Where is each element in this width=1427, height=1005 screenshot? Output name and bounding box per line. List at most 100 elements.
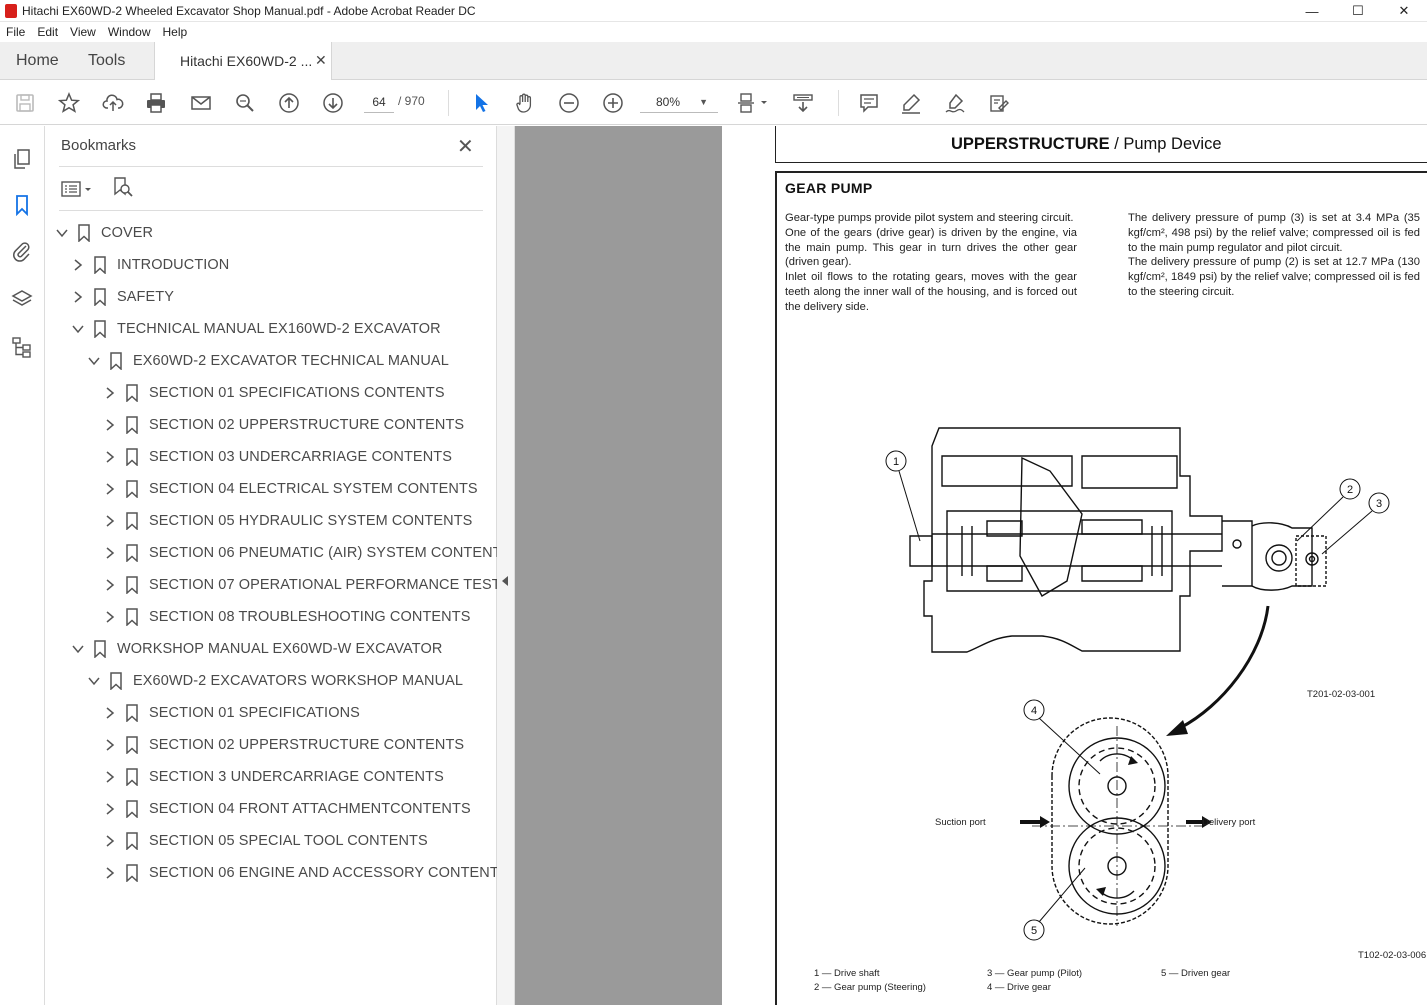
hand-tool-icon[interactable] [512, 90, 538, 116]
star-icon[interactable] [56, 90, 82, 116]
bookmark-item[interactable]: SECTION 06 ENGINE AND ACCESSORY CONTENTS [103, 857, 509, 889]
chevron-right-icon[interactable] [71, 290, 85, 304]
bookmark-label: SECTION 05 SPECIAL TOOL CONTENTS [149, 833, 428, 849]
chevron-right-icon[interactable] [103, 578, 117, 592]
bookmark-label: SECTION 01 SPECIFICATIONS CONTENTS [149, 385, 445, 401]
bookmark-label: SECTION 02 UPPERSTRUCTURE CONTENTS [149, 417, 465, 433]
tab-tools[interactable]: Tools [88, 52, 126, 69]
page-number-input[interactable]: 64 [364, 91, 394, 113]
chevron-right-icon[interactable] [103, 546, 117, 560]
chevron-down-icon[interactable] [71, 322, 85, 336]
chevron-right-icon[interactable] [103, 514, 117, 528]
bookmark-item[interactable]: TECHNICAL MANUAL EX160WD-2 EXCAVATOR [71, 313, 441, 345]
chevron-right-icon[interactable] [103, 386, 117, 400]
previous-page-icon[interactable] [276, 90, 302, 116]
section-title: GEAR PUMP [785, 180, 873, 196]
bookmark-item[interactable]: INTRODUCTION [71, 249, 229, 281]
page-header: UPPERSTRUCTURE / Pump Device [775, 126, 1427, 163]
minimize-button[interactable]: — [1305, 3, 1319, 19]
tab-close-icon[interactable]: ✕ [315, 52, 327, 68]
menu-file[interactable]: File [6, 25, 26, 39]
paragraph: Gear-type pumps provide pilot system and… [785, 212, 1074, 224]
zoom-out-icon[interactable] [556, 90, 582, 116]
bookmark-item[interactable]: SECTION 3 UNDERCARRIAGE CONTENTS [103, 761, 444, 793]
bookmark-label: SECTION 04 ELECTRICAL SYSTEM CONTENTS [149, 481, 478, 497]
bookmark-item[interactable]: EX60WD-2 EXCAVATORS WORKSHOP MANUAL [87, 665, 463, 697]
chevron-right-icon[interactable] [103, 418, 117, 432]
bookmark-options-icon[interactable] [61, 178, 97, 202]
tools-more-icon[interactable] [986, 90, 1012, 116]
bookmark-panel-icon[interactable] [9, 192, 35, 218]
collapse-panel-icon[interactable] [502, 576, 508, 586]
bookmark-item[interactable]: SAFETY [71, 281, 174, 313]
page-fit-icon[interactable] [734, 90, 774, 116]
chevron-down-icon[interactable] [87, 674, 101, 688]
toolbar-divider [838, 90, 839, 116]
maximize-button[interactable]: ☐ [1352, 3, 1364, 18]
paragraph: Inlet oil flows to the rotating gears, m… [785, 271, 1077, 313]
zoom-in-icon[interactable] [600, 90, 626, 116]
chevron-right-icon[interactable] [103, 482, 117, 496]
content-tree-icon[interactable] [9, 334, 35, 360]
chevron-right-icon[interactable] [103, 802, 117, 816]
chevron-down-icon[interactable] [71, 642, 85, 656]
chevron-right-icon[interactable] [103, 706, 117, 720]
chevron-right-icon[interactable] [71, 258, 85, 272]
bookmark-item[interactable]: SECTION 05 SPECIAL TOOL CONTENTS [103, 825, 428, 857]
bookmark-item[interactable]: SECTION 02 UPPERSTRUCTURE CONTENTS [103, 729, 464, 761]
chevron-right-icon[interactable] [103, 866, 117, 880]
bookmark-item[interactable]: SECTION 04 ELECTRICAL SYSTEM CONTENTS [103, 473, 478, 505]
find-bookmark-icon[interactable] [111, 176, 135, 200]
chevron-down-icon[interactable] [87, 354, 101, 368]
search-icon[interactable] [232, 90, 258, 116]
menu-view[interactable]: View [70, 25, 96, 39]
bookmark-item[interactable]: SECTION 07 OPERATIONAL PERFORMANCE TEST [103, 569, 501, 601]
bookmark-item[interactable]: SECTION 05 HYDRAULIC SYSTEM CONTENTS [103, 505, 472, 537]
bookmark-item[interactable]: SECTION 01 SPECIFICATIONS CONTENTS [103, 377, 445, 409]
bookmark-item[interactable]: SECTION 04 FRONT ATTACHMENTCONTENTS [103, 793, 471, 825]
bookmark-item[interactable]: WORKSHOP MANUAL EX60WD-W EXCAVATOR [71, 633, 442, 665]
select-cursor-icon[interactable] [468, 90, 494, 116]
bookmark-icon [93, 320, 107, 339]
attachment-paperclip-icon[interactable] [9, 238, 35, 264]
window-close-button[interactable]: ✕ [1398, 3, 1410, 18]
bookmark-item[interactable]: EX60WD-2 EXCAVATOR TECHNICAL MANUAL [87, 345, 449, 377]
zoom-level-dropdown[interactable]: 80% ▼ [640, 91, 718, 113]
bookmark-item[interactable]: COVER [55, 217, 153, 249]
scroll-mode-icon[interactable] [790, 90, 816, 116]
print-icon[interactable] [143, 90, 169, 116]
chevron-down-icon[interactable] [55, 226, 69, 240]
chevron-right-icon[interactable] [103, 610, 117, 624]
document-viewport[interactable]: UPPERSTRUCTURE / Pump Device GEAR PUMP G… [515, 126, 1427, 1005]
chevron-right-icon[interactable] [103, 770, 117, 784]
chevron-right-icon[interactable] [103, 738, 117, 752]
bookmark-item[interactable]: SECTION 01 SPECIFICATIONS [103, 697, 360, 729]
bookmark-item[interactable]: SECTION 03 UNDERCARRIAGE CONTENTS [103, 441, 452, 473]
bookmark-icon [125, 576, 139, 595]
close-icon[interactable]: ✕ [457, 136, 474, 158]
page-thumbnails-icon[interactable] [9, 146, 35, 172]
chevron-down-icon: ▼ [699, 97, 708, 107]
highlight-pen-icon[interactable] [898, 90, 924, 116]
chevron-right-icon[interactable] [103, 450, 117, 464]
layers-icon[interactable] [9, 286, 35, 312]
bookmark-label: SECTION 06 PNEUMATIC (AIR) SYSTEM CONTEN… [149, 545, 512, 561]
menu-edit[interactable]: Edit [37, 25, 59, 39]
tab-home[interactable]: Home [16, 52, 59, 69]
bookmark-item[interactable]: SECTION 06 PNEUMATIC (AIR) SYSTEM CONTEN… [103, 537, 511, 569]
tab-document[interactable]: Hitachi EX60WD-2 ... ✕ [154, 42, 332, 81]
bookmark-item[interactable]: SECTION 08 TROUBLESHOOTING CONTENTS [103, 601, 470, 633]
chevron-right-icon[interactable] [103, 834, 117, 848]
email-icon[interactable] [188, 90, 214, 116]
comment-icon[interactable] [856, 90, 882, 116]
menu-help[interactable]: Help [162, 25, 188, 39]
callout-5: 5 [1031, 925, 1037, 937]
save-icon[interactable] [12, 90, 38, 116]
bookmark-item[interactable]: SECTION 02 UPPERSTRUCTURE CONTENTS [103, 409, 464, 441]
bookmark-icon [93, 640, 107, 659]
upload-cloud-icon[interactable] [100, 90, 126, 116]
next-page-icon[interactable] [320, 90, 346, 116]
menu-window[interactable]: Window [107, 25, 151, 39]
panel-splitter[interactable] [497, 126, 515, 1005]
sign-pen-icon[interactable] [942, 90, 968, 116]
